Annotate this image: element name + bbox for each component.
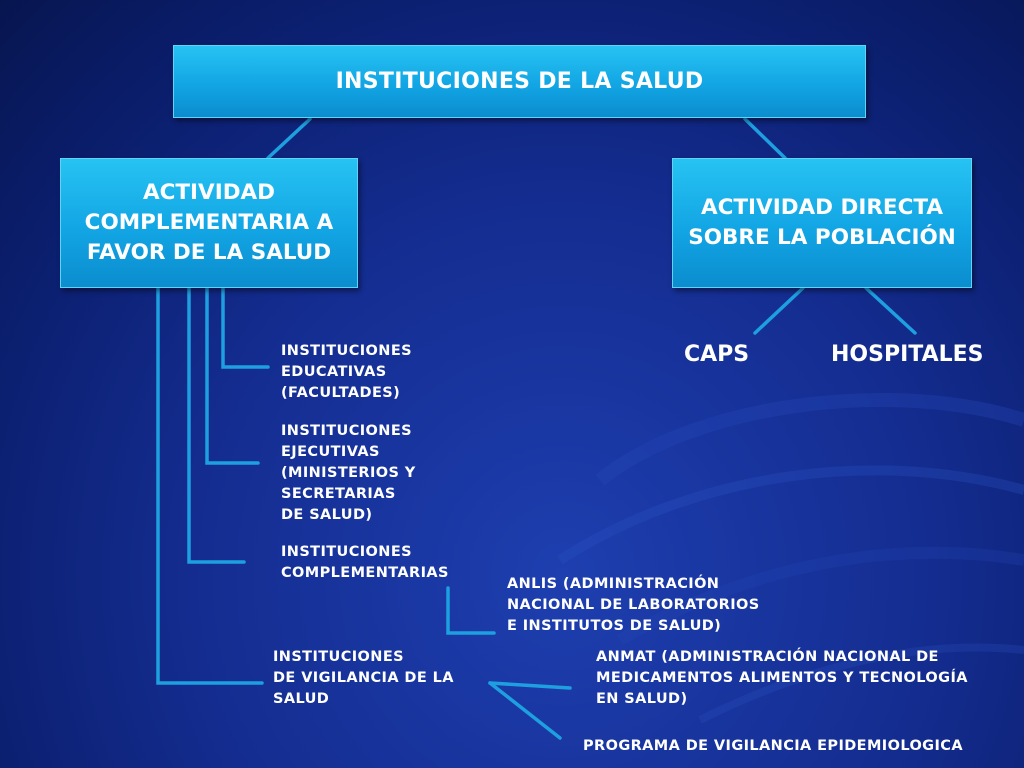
anlis-label: ANLIS (ADMINISTRACIÓN NACIONAL DE LABORA… [507,576,760,634]
right-branch-text: ACTIVIDAD DIRECTA SOBRE LA POBLACIÓN [688,195,956,250]
left-branch-text: ACTIVIDAD COMPLEMENTARIA A FAVOR DE LA S… [84,180,334,265]
anmat-label: ANMAT (ADMINISTRACIÓN NACIONAL DE MEDICA… [596,649,968,707]
connector-anlis [446,586,496,635]
connector-anmat [488,681,572,690]
ejecutivas-label: INSTITUCIONES EJECUTIVAS (MINISTERIOS Y … [281,423,416,523]
connector-ejecutivas [205,286,260,465]
connector-educativas [221,286,270,369]
connector-right-caps [753,286,805,335]
connector-vigilancia [156,286,264,685]
title-text: INSTITUCIONES DE LA SALUD [335,69,704,94]
complementarias-label: INSTITUCIONES COMPLEMENTARIAS [281,544,449,581]
vigilancia-label: INSTITUCIONES DE VIGILANCIA DE LA SALUD [273,649,454,707]
left-branch-box: ACTIVIDAD COMPLEMENTARIA A FAVOR DE LA S… [60,158,358,288]
connector-top-left [266,117,312,160]
right-branch-box: ACTIVIDAD DIRECTA SOBRE LA POBLACIÓN [672,158,972,288]
educativas-label: INSTITUCIONES EDUCATIVAS (FACULTADES) [281,343,412,401]
title-box: INSTITUCIONES DE LA SALUD [173,45,866,118]
caps-label: CAPS [684,342,750,367]
programa-label: PROGRAMA DE VIGILANCIA EPIDEMIOLOGICA [583,738,963,754]
connector-top-right [743,117,787,160]
connector-programa [488,681,562,740]
hospitales-label: HOSPITALES [831,342,984,367]
connector-complementarias [187,286,246,564]
connector-right-hospitales [864,286,917,335]
